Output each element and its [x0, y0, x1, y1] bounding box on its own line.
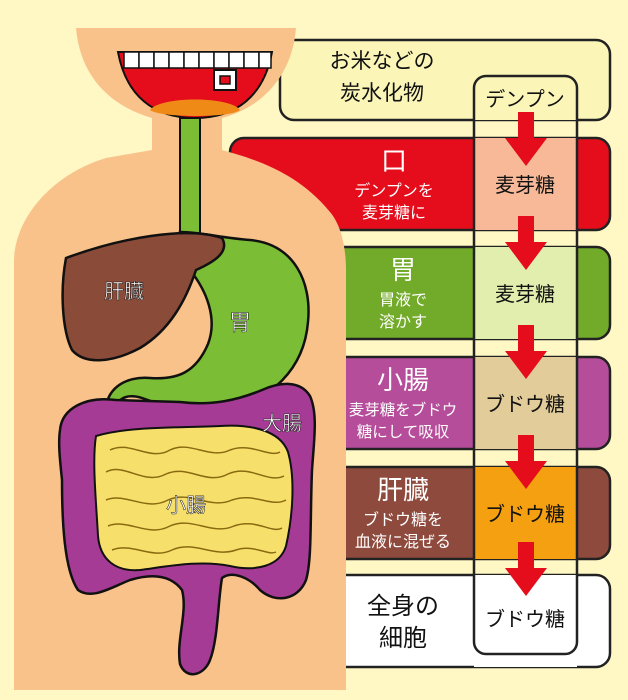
liver-label: 肝臓	[104, 279, 144, 303]
teeth	[123, 51, 272, 69]
row-0-title: お米などの	[330, 49, 435, 73]
row-1-desc: デンプンを	[354, 181, 434, 200]
large-intestine-label: 大腸	[262, 411, 302, 435]
row-5-value: ブドウ糖	[485, 607, 565, 631]
row-1-value: 麦芽糖	[495, 173, 555, 197]
stage-rows: お米などの 炭水化物 デンプン 口 デンプンを 麦芽糖に 麦芽糖 胃 胃液で 溶…	[228, 38, 612, 669]
row-3-desc2: 糖にして吸収	[357, 423, 450, 441]
arrow-icon	[505, 216, 547, 270]
mouth-label-box-inner	[219, 75, 231, 85]
stomach-label: 胃	[229, 311, 251, 336]
row-4-desc: ブドウ糖を	[363, 510, 443, 529]
row-2-title: 胃	[390, 256, 416, 286]
liver-shape	[61, 232, 226, 362]
row-0-desc: 炭水化物	[340, 81, 424, 105]
row-4-title: 肝臓	[377, 476, 429, 506]
row-5-title: 全身の	[367, 592, 439, 620]
value-column-outline	[472, 74, 579, 656]
row-4-value: ブドウ糖	[485, 502, 565, 526]
row-3-value: ブドウ糖	[485, 392, 565, 416]
row-3-desc: 麦芽糖をブドウ	[349, 400, 458, 419]
row-0-value: デンプン	[485, 87, 564, 111]
arrow-icon	[505, 435, 547, 489]
body-figure	[14, 28, 346, 690]
arrow-icon	[505, 325, 547, 379]
esophagus	[179, 117, 201, 239]
row-2-desc: 胃液で	[379, 290, 427, 309]
arrow-icon	[505, 112, 547, 166]
tongue-shape	[150, 99, 240, 116]
row-4-desc2: 血液に混ぜる	[355, 532, 451, 551]
flow-arrows	[505, 112, 547, 596]
arrow-icon	[505, 542, 547, 596]
row-1-desc2: 麦芽糖に	[362, 203, 426, 222]
small-intestine-coils	[105, 446, 287, 554]
row-2-desc2: 溶かす	[379, 312, 427, 331]
small-intestine-label: 小腸	[166, 493, 206, 517]
row-3-title: 小腸	[377, 366, 429, 396]
row-2-value: 麦芽糖	[495, 282, 555, 306]
row-5-desc: 細胞	[379, 624, 427, 652]
row-1-title: 口	[381, 147, 407, 177]
